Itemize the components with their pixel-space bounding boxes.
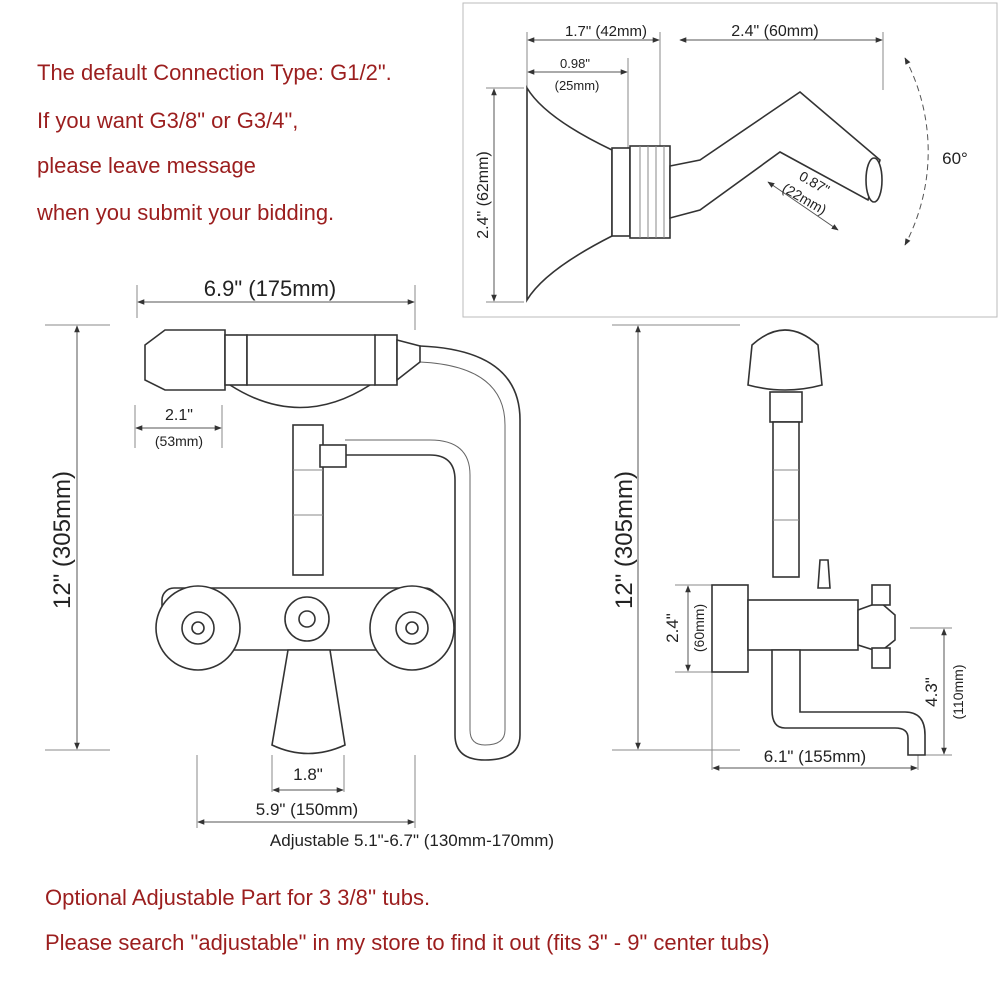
side-flange-mm-label: (60mm)	[691, 604, 707, 652]
note-search-adjustable: Please search "adjustable" in my store t…	[45, 930, 770, 955]
side-spout	[771, 649, 926, 756]
holder-arm-label: 2.4" (60mm)	[731, 23, 818, 40]
front-width-label: 6.9" (175mm)	[204, 276, 337, 301]
side-riser	[772, 421, 800, 578]
front-spout-label: 1.8"	[293, 765, 323, 784]
holder-depth-label: 1.7" (42mm)	[565, 23, 647, 40]
front-hose-inner	[345, 361, 506, 746]
front-handset-head	[144, 329, 226, 391]
front-handset-cuff-left	[224, 334, 248, 386]
side-view: 12" (305mm) 2.4" (60mm) 4.3" (110mm) 6.1…	[611, 324, 966, 771]
front-adjustable-label: Adjustable 5.1"-6.7" (130mm-170mm)	[270, 831, 554, 850]
holder-inset: 1.7" (42mm) 2.4" (60mm) 0.98" (25mm) 2.4…	[462, 2, 998, 318]
front-handset-cuff-right	[374, 334, 398, 386]
side-handset-cap	[747, 329, 823, 391]
note-optional-part: Optional Adjustable Part for 3 3/8'' tub…	[45, 885, 431, 910]
holder-base-mm-label: (25mm)	[555, 78, 600, 93]
holder-bore-line	[767, 181, 839, 231]
side-diverter-lever	[817, 559, 831, 589]
holder-angle-label: 60°	[942, 149, 968, 168]
note-alternative-sizes: If you want G3/8" or G3/4",	[37, 108, 299, 133]
front-handset-mm-label: (53mm)	[155, 433, 203, 449]
side-handle	[857, 601, 896, 653]
front-handle-left	[155, 585, 241, 671]
side-height-label: 12" (305mm)	[611, 471, 638, 609]
front-spout	[271, 649, 346, 755]
side-flange-in-label: 2.4"	[663, 613, 682, 643]
front-handset-handle	[246, 334, 386, 386]
holder-collar	[611, 147, 631, 237]
front-handset-in-label: 2.1"	[165, 407, 193, 424]
side-handset-collar	[769, 391, 803, 423]
front-diverter	[319, 444, 347, 468]
side-spout-drop-in-label: 4.3"	[922, 677, 941, 707]
side-valve-body	[747, 599, 859, 651]
front-riser	[292, 424, 324, 576]
side-projection-label: 6.1" (155mm)	[764, 747, 866, 766]
holder-knurled-nut	[629, 145, 671, 239]
front-centers-label: 5.9" (150mm)	[256, 800, 358, 819]
front-handle-right	[369, 585, 455, 671]
holder-angle-arc	[904, 57, 929, 246]
front-height-label: 12" (305mm)	[49, 471, 76, 609]
side-spout-drop-mm-label: (110mm)	[950, 665, 966, 720]
holder-arm	[669, 90, 881, 220]
front-view: 6.9" (175mm) 12" (305mm) 2.1" (53mm) 1.8…	[45, 276, 554, 850]
holder-cradle	[865, 157, 883, 203]
note-bidding: when you submit your bidding.	[37, 200, 335, 225]
holder-base-in-label: 0.98"	[560, 56, 590, 71]
holder-height-label: 2.4" (62mm)	[475, 151, 492, 238]
front-handset-cradle	[229, 384, 371, 409]
note-connection-type: The default Connection Type: G1/2".	[37, 60, 392, 85]
side-wall-flange	[711, 584, 749, 673]
front-hose	[345, 345, 521, 761]
holder-knurl-lines	[639, 146, 665, 238]
front-handset-tail	[396, 338, 421, 382]
note-leave-message: please leave message	[37, 153, 256, 178]
